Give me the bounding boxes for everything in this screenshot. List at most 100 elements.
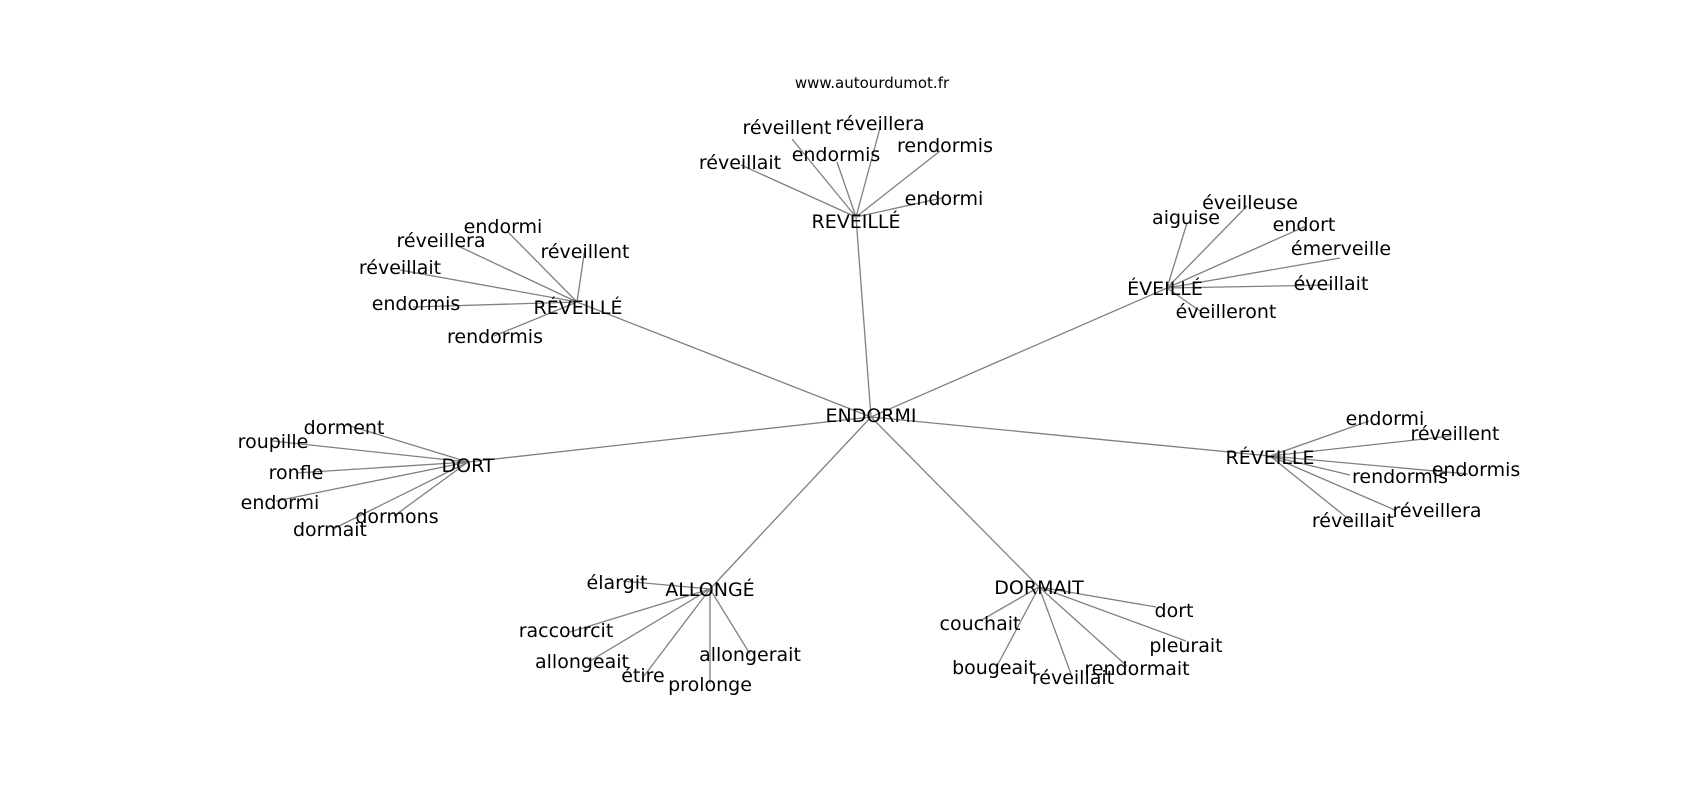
hub-to-word-edge bbox=[836, 161, 857, 218]
hub-to-word-edge bbox=[1166, 222, 1188, 289]
related-word-label: raccourcit bbox=[519, 620, 614, 642]
hub-to-word-edge bbox=[996, 586, 1040, 667]
related-word-label: éveillait bbox=[1294, 273, 1369, 295]
hub-to-word-edge bbox=[393, 461, 469, 517]
related-word-label: endormi bbox=[241, 492, 320, 514]
related-word-label: endormis bbox=[372, 293, 461, 315]
cluster-hub-label: DORT bbox=[441, 455, 494, 477]
cluster-hub-label: DORMAIT bbox=[994, 577, 1084, 599]
related-word-label: réveillent bbox=[540, 241, 629, 263]
center-word-label: ENDORMI bbox=[825, 405, 916, 427]
related-word-label: éveilleuse bbox=[1202, 192, 1298, 214]
hub-to-word-edge bbox=[709, 588, 751, 655]
cluster-hub-label: REVEILLÉ bbox=[812, 210, 901, 233]
related-word-label: éveilleront bbox=[1176, 301, 1277, 323]
hub-to-word-edge bbox=[1038, 586, 1187, 642]
related-word-label: allongeait bbox=[535, 651, 629, 673]
related-word-label: roupille bbox=[238, 431, 309, 453]
hub-to-word-edge bbox=[643, 588, 711, 677]
hub-to-word-edge bbox=[1166, 205, 1248, 289]
related-word-label: rendormis bbox=[447, 326, 543, 348]
related-word-label: endormis bbox=[1432, 459, 1521, 481]
hub-to-word-edge bbox=[272, 440, 469, 463]
site-url: www.autourdumot.fr bbox=[795, 74, 950, 92]
hub-to-word-edge bbox=[506, 230, 578, 303]
hub-to-word-edge bbox=[979, 586, 1040, 622]
hub-to-word-edge bbox=[1269, 455, 1351, 476]
related-word-label: réveillera bbox=[1393, 500, 1482, 522]
related-word-label: réveillent bbox=[1410, 423, 1499, 445]
hub-to-word-edge bbox=[855, 197, 943, 218]
related-word-label: dormons bbox=[355, 506, 438, 528]
hub-to-word-edge bbox=[791, 138, 857, 218]
related-word-label: dormait bbox=[293, 519, 367, 541]
hub-to-word-edge bbox=[622, 580, 711, 590]
center-to-hub-edge bbox=[467, 416, 872, 463]
related-word-label: endormi bbox=[905, 188, 984, 210]
related-word-label: réveillait bbox=[1312, 510, 1394, 532]
hub-to-word-edge bbox=[1269, 455, 1396, 511]
hub-to-word-edge bbox=[332, 461, 469, 530]
related-word-label: réveillait bbox=[359, 257, 441, 279]
hub-to-word-edge bbox=[1166, 257, 1341, 289]
hub-to-word-edge bbox=[1269, 455, 1352, 522]
related-word-label: réveillera bbox=[836, 113, 925, 135]
hub-to-word-edge bbox=[589, 588, 711, 662]
cluster-hub-label: RÉVEILLÉ bbox=[534, 296, 623, 319]
related-word-label: prolonge bbox=[668, 674, 752, 696]
related-word-label: endort bbox=[1273, 214, 1336, 236]
related-word-label: rendormait bbox=[1084, 658, 1189, 680]
related-word-label: élargit bbox=[587, 572, 648, 594]
hub-to-word-edge bbox=[412, 301, 578, 308]
related-word-label: rendormis bbox=[1352, 466, 1448, 488]
hub-to-word-edge bbox=[855, 150, 941, 218]
graph-edges bbox=[272, 127, 1469, 684]
related-word-label: réveillait bbox=[1032, 667, 1114, 689]
related-word-label: endormi bbox=[464, 216, 543, 238]
related-word-label: bougeait bbox=[952, 657, 1036, 679]
related-word-label: rendormis bbox=[897, 135, 993, 157]
related-word-label: réveillent bbox=[742, 117, 831, 139]
related-word-label: dort bbox=[1155, 600, 1194, 622]
hub-to-word-edge bbox=[1269, 420, 1370, 457]
center-to-hub-edge bbox=[709, 416, 872, 590]
hub-to-word-edge bbox=[399, 269, 578, 303]
center-to-hub-edge bbox=[855, 216, 872, 418]
hub-to-word-edge bbox=[275, 461, 469, 502]
related-word-label: réveillera bbox=[397, 230, 486, 252]
center-to-hub-edge bbox=[870, 416, 1040, 588]
related-word-label: allongerait bbox=[699, 644, 801, 666]
hub-to-word-edge bbox=[740, 164, 857, 218]
hub-to-word-edge bbox=[576, 247, 586, 303]
hub-to-word-edge bbox=[295, 461, 469, 474]
related-word-label: endormi bbox=[1346, 408, 1425, 430]
hub-to-word-edge bbox=[569, 588, 711, 633]
center-to-hub-edge bbox=[870, 287, 1168, 418]
hub-to-word-edge bbox=[1038, 586, 1157, 608]
hub-to-word-edge bbox=[1166, 284, 1332, 289]
hub-to-word-edge bbox=[1038, 586, 1072, 675]
related-word-label: pleurait bbox=[1149, 635, 1222, 657]
cluster-hub-label: RÉVEILLE bbox=[1226, 446, 1315, 469]
hub-to-word-edge bbox=[493, 301, 578, 337]
related-word-label: couchait bbox=[940, 613, 1021, 635]
hub-to-word-edge bbox=[1166, 287, 1201, 312]
related-word-label: endormis bbox=[792, 144, 881, 166]
related-word-label: ronfle bbox=[269, 462, 324, 484]
related-word-label: réveillait bbox=[699, 152, 781, 174]
center-to-hub-edge bbox=[576, 301, 872, 418]
related-word-label: dorment bbox=[304, 417, 385, 439]
related-word-label: émerveille bbox=[1291, 238, 1391, 260]
center-to-hub-edge bbox=[870, 416, 1271, 457]
hub-to-word-edge bbox=[1269, 455, 1469, 475]
related-word-label: aiguise bbox=[1152, 207, 1220, 229]
related-word-label: étire bbox=[621, 665, 665, 687]
hub-to-word-edge bbox=[1038, 586, 1128, 667]
hub-to-word-edge bbox=[1269, 435, 1452, 457]
hub-to-word-edge bbox=[346, 424, 469, 463]
hub-to-word-edge bbox=[457, 245, 578, 303]
hub-to-word-edge bbox=[855, 127, 881, 218]
cluster-hub-label: ÉVEILLÉ bbox=[1127, 277, 1203, 300]
